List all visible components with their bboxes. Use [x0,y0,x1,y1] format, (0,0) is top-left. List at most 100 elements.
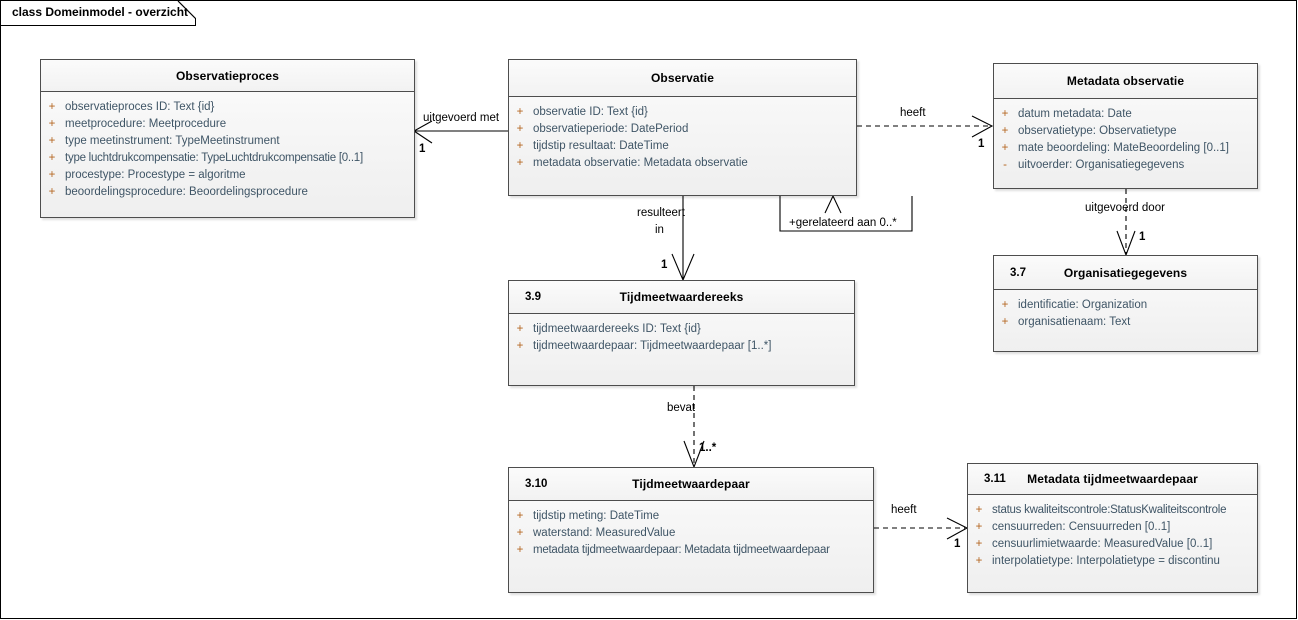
attribute-text: type luchtdrukcompensatie: TypeLuchtdruk… [65,152,363,164]
visibility-marker: + [516,544,524,556]
class-name-tijdmeetwaardereeks: Tijdmeetwaardereeks [619,290,744,304]
class-number-tijdmeetwaardepaar: 3.10 [525,478,548,490]
connector-multiplicity-bevat: 1..* [699,442,717,454]
class-number-metadata-tijdmeetwaardepaar: 3.11 [984,473,1006,485]
class-box-metadata-tijdmeetwaardepaar[interactable]: 3.11 Metadata tijdmeetwaardepaar +status… [967,463,1258,593]
class-box-observatie[interactable]: Observatie + observatie ID: Text {id} + ob… [508,59,857,196]
attribute-text: meetprocedure: Meetprocedure [65,118,227,130]
class-number-organisatiegegevens: 3.7 [1010,266,1026,279]
attribute-text: observatie ID: Text {id} [533,106,648,118]
connector-multiplicity-resulteert-in: 1 [661,259,668,271]
attribute-row: +meetprocedure: Meetprocedure [41,116,414,133]
class-attributes-tijdmeetwaardepaar: + tijdstip meting: DateTime + waterstand: … [509,501,873,559]
class-name-observatieproces: Observatieproces [176,68,279,83]
attribute-text: mate beoordeling: MateBeoordeling [0..1] [1018,142,1229,154]
class-box-observatieproces[interactable]: Observatieproces +observatieproces ID: T… [40,59,415,218]
attribute-text: interpolatietype: Interpolatietype = dis… [992,555,1220,567]
attribute-row: + metadata observatie: Metadata observati… [509,155,856,172]
visibility-marker: + [48,186,56,198]
class-header-organisatiegegevens: 3.7 Organisatiegegevens [994,256,1257,290]
class-name-organisatiegegevens: Organisatiegegevens [1063,265,1188,280]
connector-label-uitgevoerd-met: uitgevoerd met [423,112,500,124]
attribute-row: +type luchtdrukcompensatie: TypeLuchtdru… [41,150,414,167]
attribute-text: observatietype: Observatietype [1018,125,1177,137]
attribute-row: +censuurlimietwaarde: MeasuredValue [0..… [968,536,1257,553]
class-header-tijdmeetwaardereeks: 3.9 Tijdmeetwaardereeks [509,281,854,314]
class-attributes-tijdmeetwaardereeks: +tijdmeetwaardereeks ID: Text {id} +tijd… [509,314,854,355]
attribute-row: + observatie ID: Text {id} [509,104,856,121]
class-name-observatie: Observatie [650,71,715,85]
attribute-row: + observatietype: Observatietype [994,123,1257,140]
attribute-row: + censuurreden: Censuurreden [0..1] [968,519,1257,536]
attribute-row: -uitvoerder: Organisatiegegevens [994,157,1257,174]
class-attributes-observatieproces: +observatieproces ID: Text {id} +meetpro… [41,92,414,201]
visibility-marker: + [516,510,524,522]
attribute-text: waterstand: MeasuredValue [533,527,676,539]
attribute-row: + tijdmeetwaardepaar: Tijdmeetwaardepaar … [509,338,854,355]
attribute-row: + identificatie: Organization [994,297,1257,314]
visibility-marker: - [1003,159,1007,171]
visibility-marker: + [1001,142,1009,154]
attribute-row: + tijdstip meting: DateTime [509,508,873,525]
visibility-marker: + [1001,316,1009,328]
visibility-marker: + [516,123,524,135]
visibility-marker: + [516,340,524,352]
class-header-tijdmeetwaardepaar: 3.10 Tijdmeetwaardepaar [509,468,873,501]
class-box-tijdmeetwaardereeks[interactable]: 3.9 Tijdmeetwaardereeks +tijdmeetwaarder… [508,280,855,386]
class-attributes-organisatiegegevens: + identificatie: Organization + organisati… [994,290,1257,331]
attribute-text: observatieperiode: DatePeriod [533,123,689,135]
attribute-row: + tijdstip resultaat: DateTime [509,138,856,155]
class-header-observatieproces: Observatieproces [41,60,414,92]
visibility-marker: + [1001,108,1009,120]
connector-heeft-metadata-tijdmeetwaardepaar [874,517,969,540]
class-box-organisatiegegevens[interactable]: 3.7 Organisatiegegevens + identificatie: … [993,255,1258,352]
attribute-text: identificatie: Organization [1018,299,1148,311]
connector-multiplicity-uitgevoerd-door: 1 [1139,231,1146,243]
attribute-row: + mate beoordeling: MateBeoordeling [0..1… [994,140,1257,157]
attribute-row: +type meetinstrument: TypeMeetinstrument [41,133,414,150]
visibility-marker: + [1001,125,1009,137]
attribute-text: organisatienaam: Text [1018,316,1131,328]
attribute-row: + observatieperiode: DatePeriod [509,121,856,138]
visibility-marker: + [516,527,524,539]
attribute-text: procestype: Procestype = algoritme [65,169,246,181]
attribute-text: censuurreden: Censuurreden [0..1] [992,521,1171,533]
connector-heeft-metadata-observatie [857,115,994,138]
visibility-marker: + [975,555,983,567]
connector-label-uitgevoerd-door: uitgevoerd door [1085,202,1165,214]
connector-label-heeft-metadata-observatie: heeft [900,107,926,119]
class-header-metadata-tijdmeetwaardepaar: 3.11 Metadata tijdmeetwaardepaar [968,464,1257,495]
attribute-text: tijdstip resultaat: DateTime [533,140,669,152]
attribute-text: datum metadata: Date [1018,108,1132,120]
visibility-marker: + [516,157,524,169]
attribute-row: + datum metadata: Date [994,106,1257,123]
attribute-text: metadata observatie: Metadata observatie [533,157,748,169]
connector-multiplicity-heeft-metadata-observatie: 1 [978,138,985,150]
class-box-metadata-observatie[interactable]: Metadata observatie + datum metadata: Dat… [993,63,1258,189]
attribute-row: +status kwaliteitscontrole:StatusKwalite… [968,502,1257,519]
visibility-marker: + [975,504,983,516]
attribute-text: tijdstip meting: DateTime [533,510,660,522]
attribute-text: beoordelingsprocedure: Beoordelingsproce… [65,186,308,198]
attribute-row: +observatieproces ID: Text {id} [41,99,414,116]
class-box-tijdmeetwaardepaar[interactable]: 3.10 Tijdmeetwaardepaar + tijdstip meting… [508,467,874,593]
class-attributes-observatie: + observatie ID: Text {id} + observatieper… [509,97,856,172]
connector-label-in: in [655,224,664,236]
attribute-row: +metadata tijdmeetwaardepaar: Metadata t… [509,542,873,559]
attribute-text: observatieproces ID: Text {id} [65,101,215,113]
attribute-text: tijdmeetwaardepaar: Tijdmeetwaardepaar [… [533,340,772,352]
class-header-metadata-observatie: Metadata observatie [994,64,1257,99]
visibility-marker: + [975,521,983,533]
visibility-marker: + [516,323,524,335]
connector-uitgevoerd-met [412,120,508,144]
visibility-marker: + [975,538,983,550]
visibility-marker: + [516,140,524,152]
visibility-marker: + [1001,299,1009,311]
attribute-text: type meetinstrument: TypeMeetinstrument [65,135,280,147]
class-attributes-metadata-tijdmeetwaardepaar: +status kwaliteitscontrole:StatusKwalite… [968,495,1257,570]
connector-label-gerelateerd-aan: +gerelateerd aan 0..* [789,217,897,229]
connector-label-bevat: bevat [667,402,696,414]
visibility-marker: + [516,106,524,118]
connector-label-heeft-metadata-tijdmeetwaardepaar: heeft [891,504,917,516]
class-name-metadata-tijdmeetwaardepaar: Metadata tijdmeetwaardepaar [1027,472,1198,486]
